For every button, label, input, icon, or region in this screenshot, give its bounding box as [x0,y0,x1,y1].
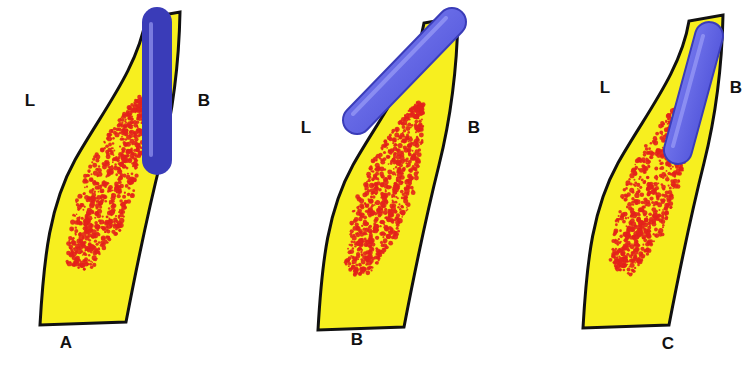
implant [353,18,452,120]
panel-label: A [60,334,72,351]
side-label: L [25,92,35,109]
side-label: B [198,92,210,109]
side-label: L [600,79,610,96]
implant [151,22,157,160]
side-label: B [468,119,480,136]
side-label: L [301,119,311,136]
bone-section [583,15,723,328]
bone-section [40,12,180,325]
side-label: B [730,79,742,96]
marrow [66,95,148,271]
panel-label: B [351,331,363,348]
bone-section [318,17,458,330]
implant [673,36,709,150]
panel-label: C [662,335,674,352]
